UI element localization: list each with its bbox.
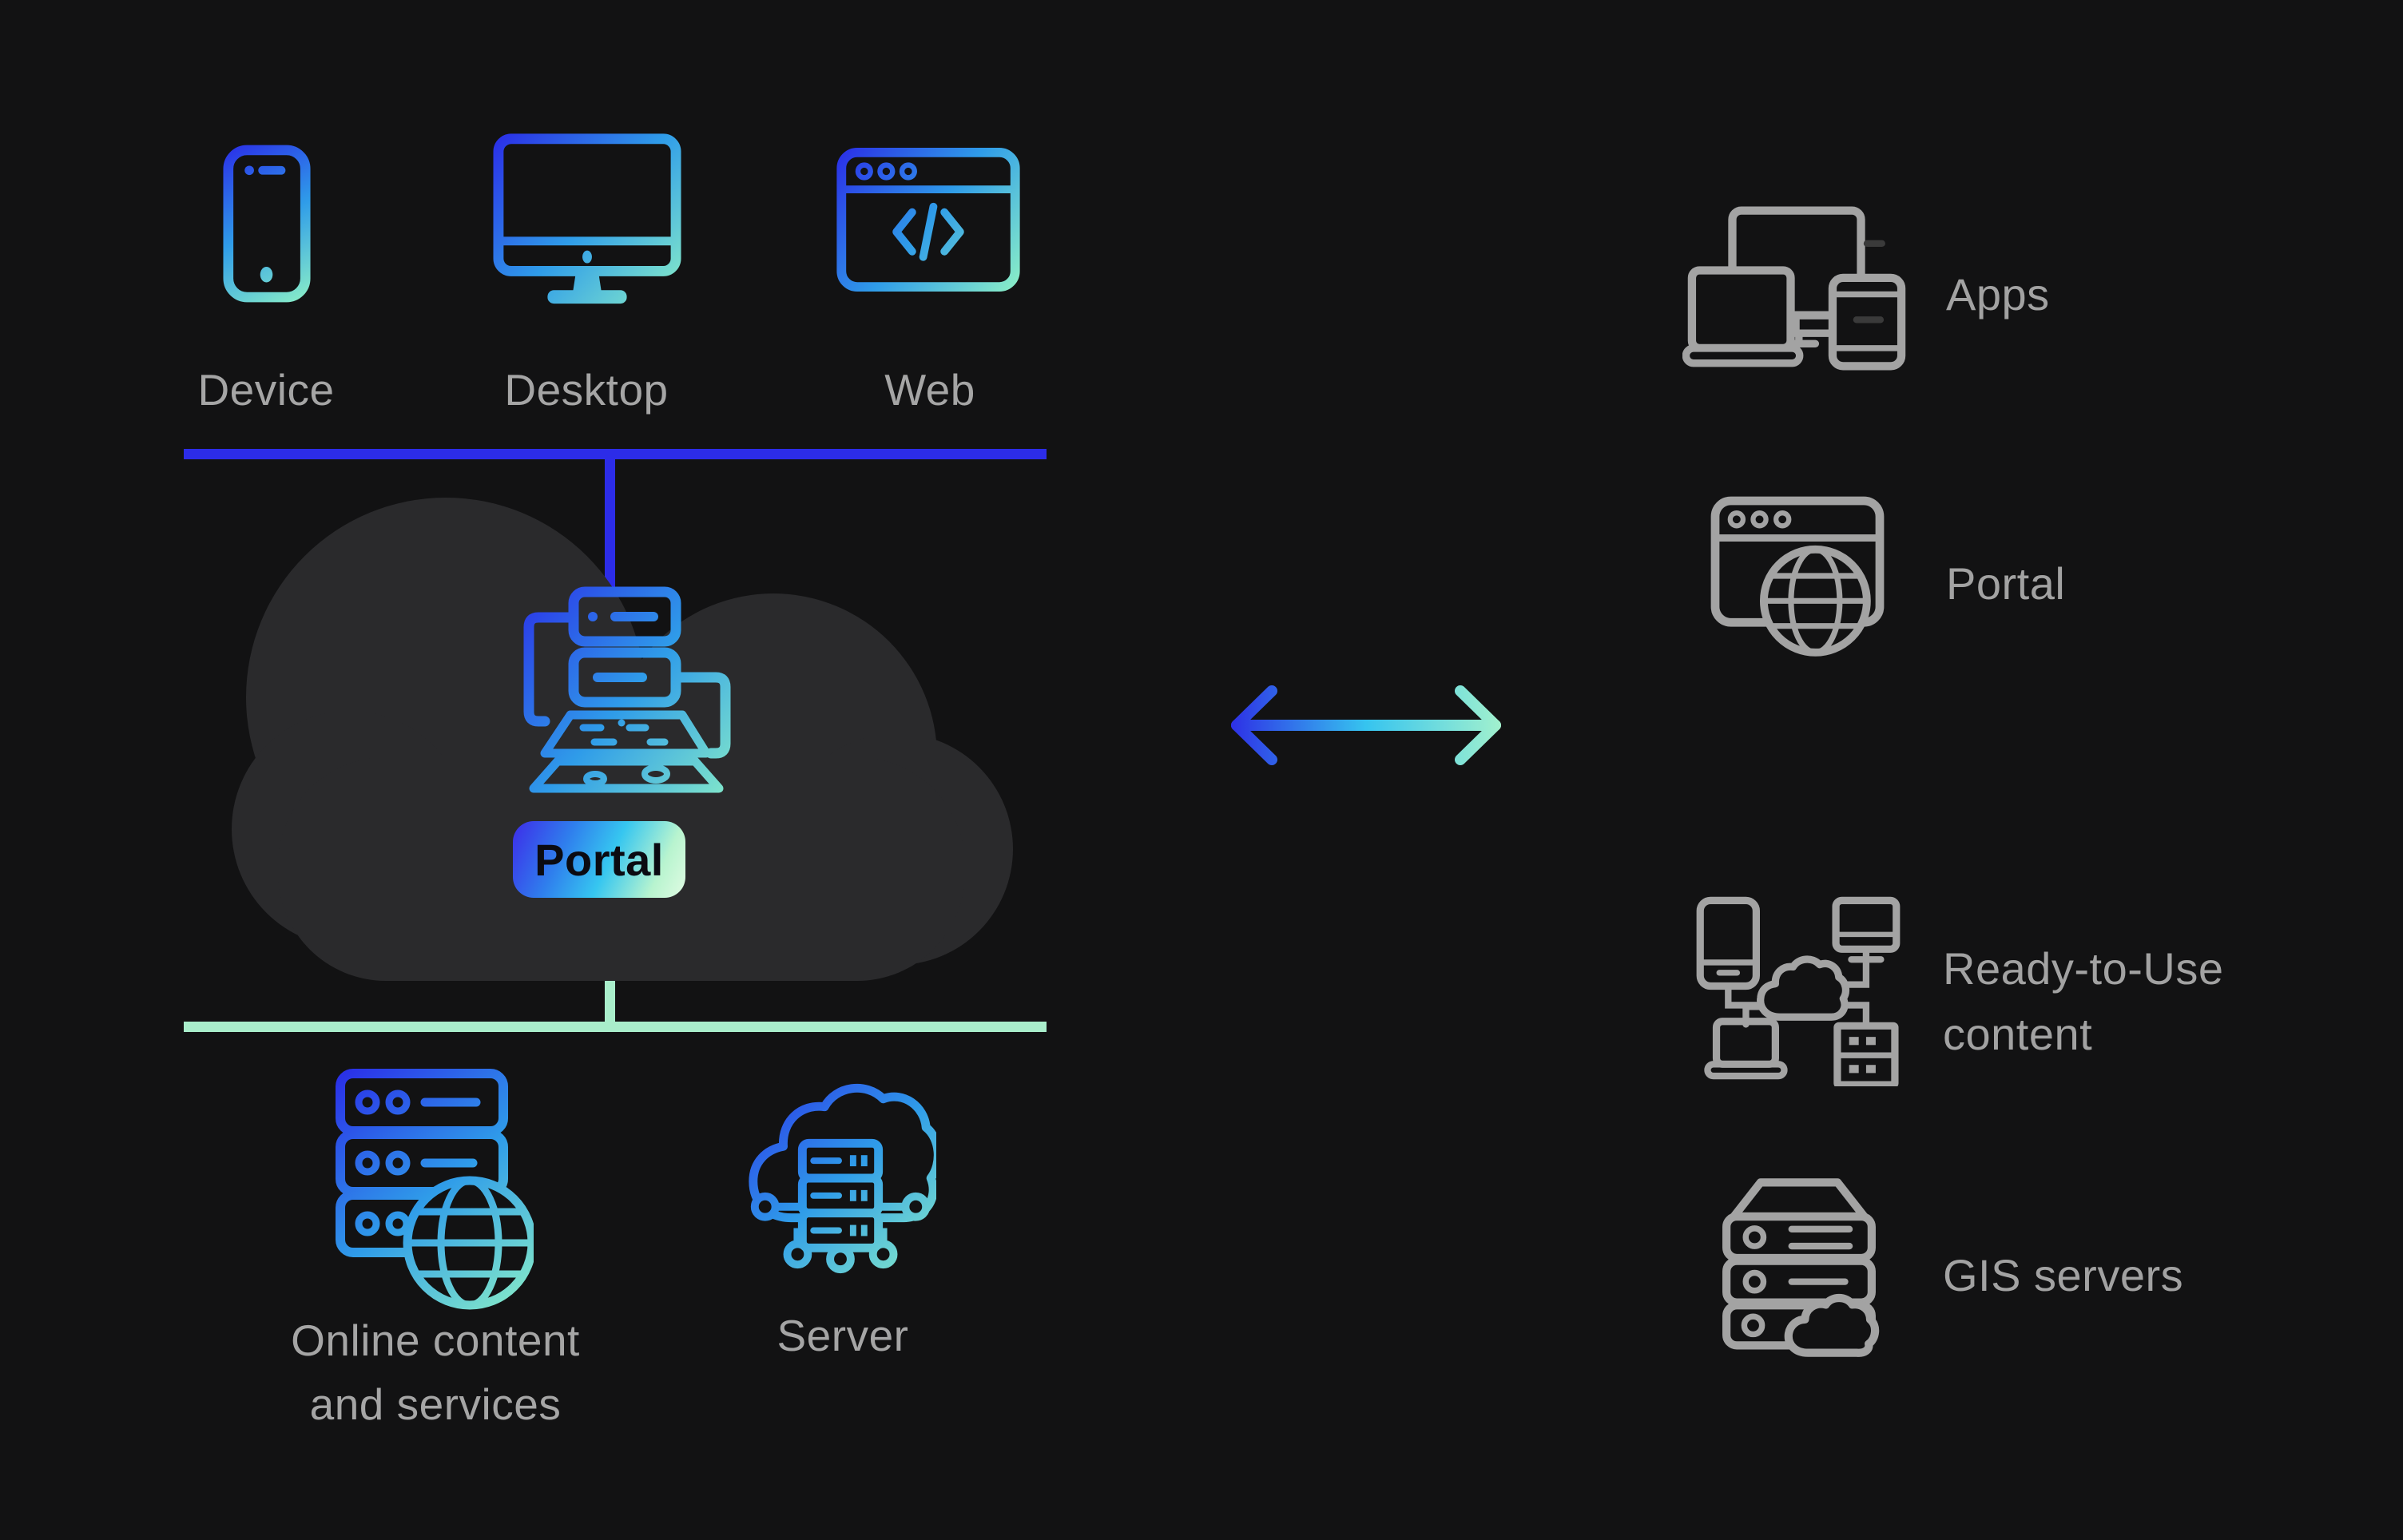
browser-code-icon [836, 147, 1020, 292]
source-label-online-content: Online content and services [276, 1308, 595, 1436]
portal-badge-label: Portal [534, 834, 664, 885]
smartphone-icon [223, 145, 311, 303]
clients-to-cloud-line [605, 455, 615, 591]
right-label-gis-servers: GIS servers [1943, 1250, 2184, 1300]
right-label-apps: Apps [1946, 269, 2050, 320]
client-label-web: Web [884, 365, 975, 415]
client-label-device: Device [197, 365, 335, 415]
portal-badge: Portal [513, 821, 685, 898]
ready-to-use-line1: Ready-to-Use [1943, 943, 2224, 994]
source-label-server: Server [777, 1311, 909, 1360]
map-layers-server-icon [523, 586, 731, 793]
double-headed-arrow [1231, 685, 1501, 765]
server-rack-cloud-icon [1722, 1178, 1880, 1357]
multi-device-icon [1682, 206, 1906, 371]
cloud-server-circuit-icon [749, 1083, 936, 1274]
right-label-portal: Portal [1946, 558, 2066, 609]
online-content-line1: Online content [291, 1316, 580, 1365]
sources-connector-line [184, 1022, 1047, 1032]
desktop-monitor-icon [493, 133, 681, 304]
ready-to-use-line2: content [1943, 1009, 2093, 1059]
client-label-desktop: Desktop [504, 365, 669, 415]
clients-connector-line [184, 449, 1047, 459]
right-label-ready-to-use: Ready-to-Use content [1943, 936, 2223, 1067]
server-stack-globe-icon [336, 1069, 534, 1310]
cloud-network-icon [1696, 896, 1901, 1086]
browser-globe-icon [1710, 496, 1885, 657]
online-content-line2: and services [309, 1379, 562, 1429]
